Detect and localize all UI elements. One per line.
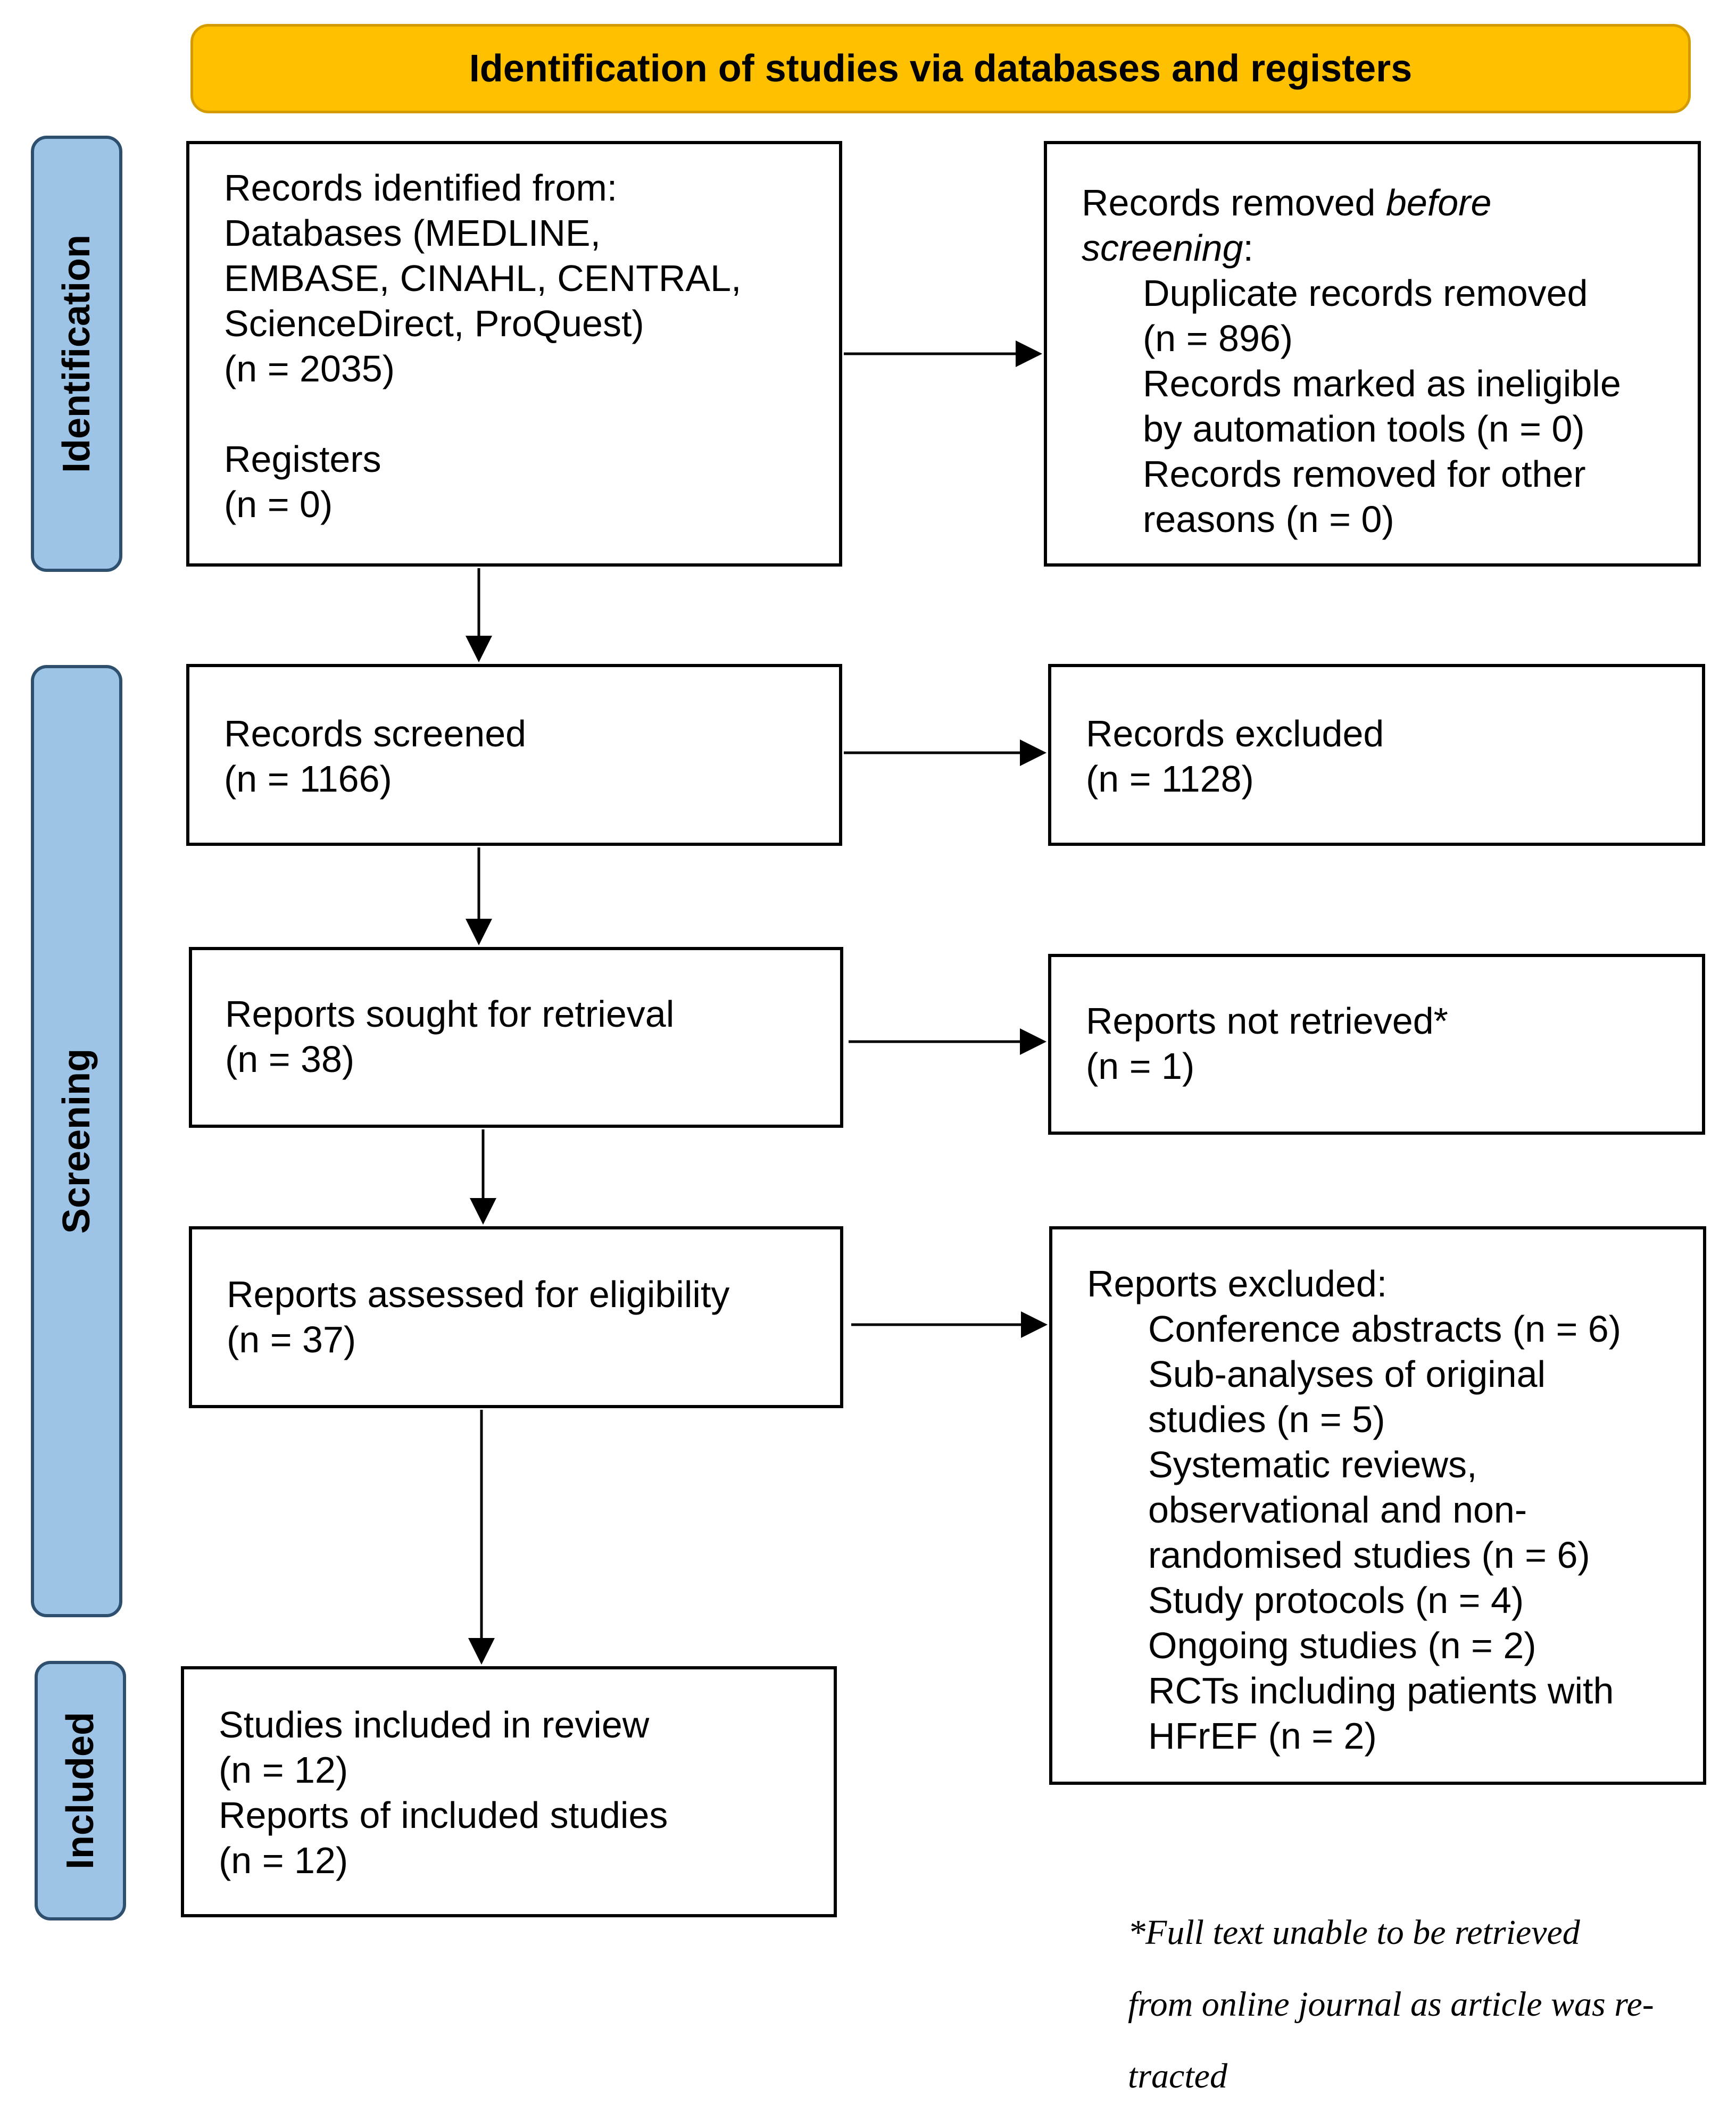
title-italic-before: before: [1385, 182, 1492, 223]
identification-banner: Identification of studies via databases …: [190, 24, 1691, 113]
reports-not-retrieved-box: Reports not retrieved* (n = 1): [1048, 954, 1705, 1135]
reports-excluded-box: Reports excluded: Conference abstracts (…: [1049, 1226, 1706, 1785]
records-removed-title: Records removed before: [1082, 180, 1698, 226]
banner-title: Identification of studies via databases …: [469, 47, 1413, 90]
box-line: randomised studies (n = 6): [1148, 1534, 1590, 1576]
box-line: (n = 1166): [224, 758, 392, 800]
box-line: Reports of included studies: [219, 1794, 668, 1836]
box-line: Reports not retrieved*: [1086, 1000, 1448, 1042]
box-line: Records removed for other: [1143, 453, 1586, 495]
phase-included: Included: [35, 1661, 126, 1920]
box-line: Studies included in review: [219, 1704, 650, 1745]
box-line: (n = 0): [224, 484, 333, 525]
footnote-line: tracted: [1128, 2057, 1227, 2096]
box-line: studies (n = 5): [1148, 1399, 1385, 1440]
box-line: (n = 1): [1086, 1045, 1195, 1087]
records-removed-box: Records removed before screening: Duplic…: [1044, 141, 1701, 567]
box-line: (n = 12): [219, 1749, 348, 1791]
box-line: Records excluded: [1086, 713, 1384, 754]
reports-assessed-box: Reports assessed for eligibility (n = 37…: [189, 1226, 843, 1408]
box-line: HFrEF (n = 2): [1148, 1715, 1377, 1757]
records-excluded-box: Records excluded (n = 1128): [1048, 664, 1705, 846]
box-line: Study protocols (n = 4): [1148, 1579, 1524, 1621]
box-line: Duplicate records removed: [1143, 272, 1588, 314]
title-prefix: Records removed: [1082, 182, 1386, 223]
box-line: (n = 37): [227, 1319, 356, 1360]
box-line: observational and non-: [1148, 1489, 1527, 1531]
box-line: reasons (n = 0): [1143, 498, 1394, 540]
box-line: (n = 2035): [224, 348, 395, 389]
phase-identification: Identification: [31, 136, 122, 572]
box-line: Records identified from:: [224, 167, 618, 209]
footnote-line: *Full text unable to be retrieved: [1128, 1913, 1580, 1952]
studies-included-box: Studies included in review (n = 12) Repo…: [181, 1666, 837, 1917]
box-line: Records marked as ineligible: [1143, 363, 1621, 404]
box-line: Sub-analyses of original: [1148, 1353, 1546, 1395]
reports-excluded-title: Reports excluded:: [1087, 1263, 1388, 1304]
reports-sought-box: Reports sought for retrieval (n = 38): [189, 947, 843, 1128]
footnote-line: from online journal as article was re-: [1128, 1985, 1654, 2024]
records-screened-box: Records screened (n = 1166): [186, 664, 842, 846]
box-line: Registers: [224, 438, 381, 480]
box-line: Systematic reviews,: [1148, 1444, 1477, 1485]
box-line: EMBASE, CINAHL, CENTRAL,: [224, 257, 742, 299]
footnote: *Full text unable to be retrieved from o…: [1128, 1897, 1724, 2112]
box-line: Reports assessed for eligibility: [227, 1274, 730, 1315]
box-line: Ongoing studies (n = 2): [1148, 1625, 1536, 1666]
box-line: (n = 1128): [1086, 758, 1254, 800]
records-removed-title-cont: screening:: [1082, 226, 1698, 271]
title-suffix: :: [1243, 227, 1253, 269]
box-line: ScienceDirect, ProQuest): [224, 303, 644, 344]
box-line: by automation tools (n = 0): [1143, 408, 1585, 450]
box-line: Databases (MEDLINE,: [224, 212, 601, 254]
box-line: (n = 38): [225, 1038, 355, 1080]
box-line: Conference abstracts (n = 6): [1148, 1308, 1622, 1350]
phase-screening: Screening: [31, 665, 122, 1617]
box-line: Reports sought for retrieval: [225, 993, 675, 1035]
box-line: RCTs including patients with: [1148, 1670, 1614, 1711]
records-identified-box: Records identified from: Databases (MEDL…: [186, 141, 842, 567]
box-line: (n = 896): [1143, 318, 1293, 359]
box-line: (n = 12): [219, 1840, 348, 1881]
title-italic-screening: screening: [1082, 227, 1243, 269]
box-line: Records screened: [224, 713, 527, 754]
